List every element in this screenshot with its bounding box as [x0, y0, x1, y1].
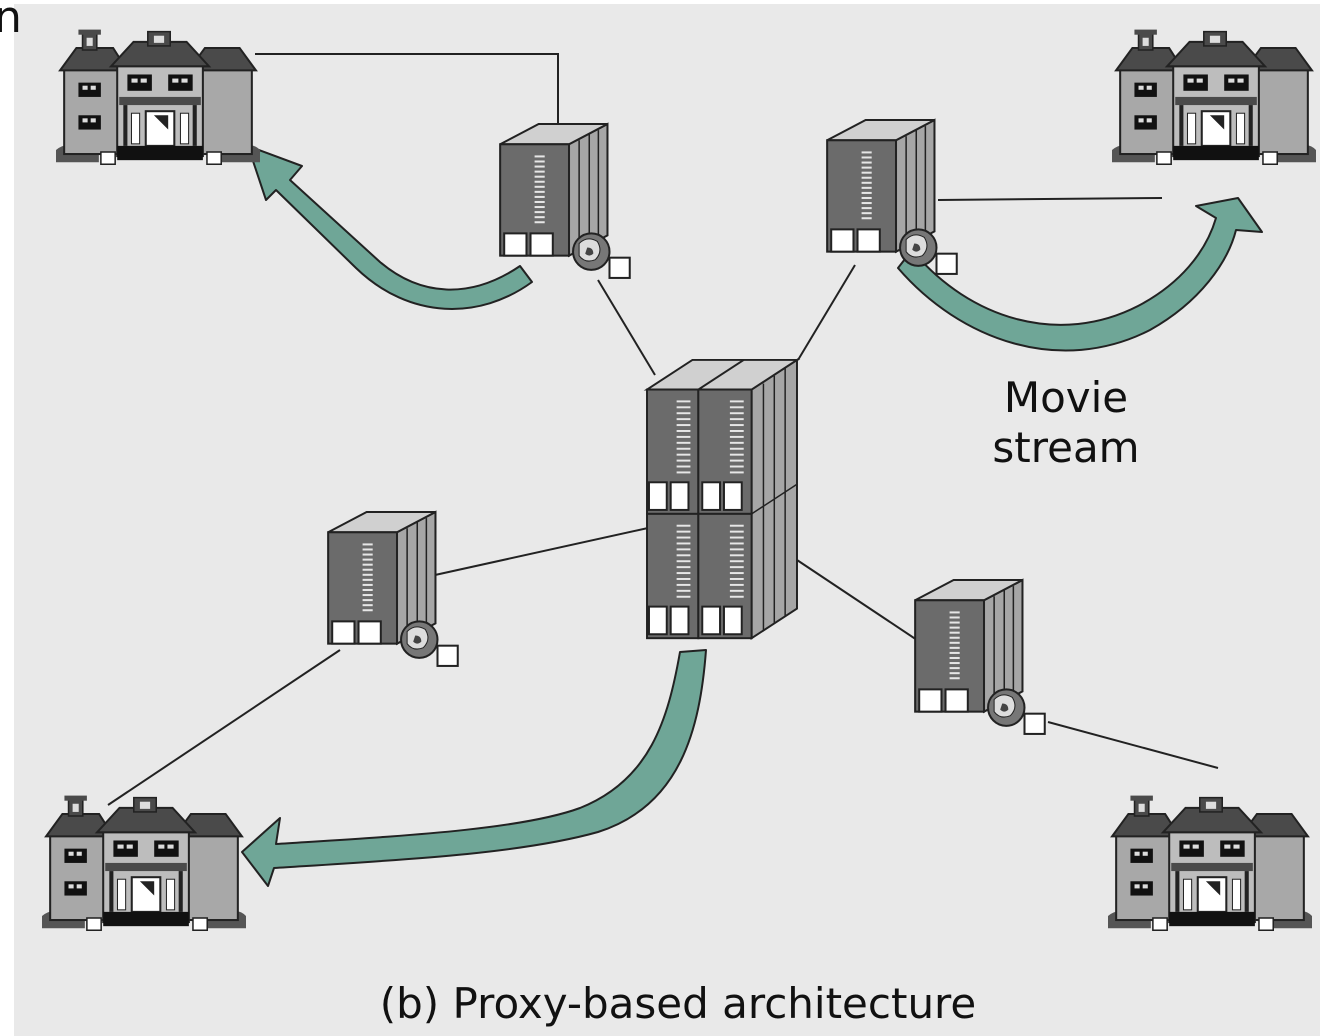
link-proxy-topright-central [797, 264, 856, 361]
diagram-caption: (b) Proxy-based architecture [380, 979, 977, 1028]
stream-arrow-to-house-topright [897, 197, 1263, 352]
house-icon-topleft [56, 28, 260, 166]
link-central-proxy-right [796, 559, 918, 641]
link-proxy-topright-house [937, 197, 1163, 201]
connection-lines [107, 53, 1219, 806]
house-icon-bottomleft [42, 794, 246, 932]
link-house-topleft-proxy [255, 53, 559, 128]
corner-text-fragment: n [0, 0, 22, 43]
house-icon-topright [1112, 28, 1316, 166]
stream-arrow-to-house-topleft [247, 145, 533, 310]
house-icon-bottomright [1108, 794, 1312, 932]
stream-arrow-to-house-bottomleft [241, 649, 707, 887]
link-proxy-topleft-central [597, 279, 656, 376]
link-proxy-left-central [434, 527, 649, 576]
stream-label-line1: Movie [1004, 373, 1128, 422]
link-proxy-left-house [107, 649, 341, 806]
central-server-icon [646, 358, 798, 640]
stream-label-line2: stream [992, 423, 1139, 472]
stream-arrows [241, 145, 1263, 887]
link-proxy-right-house [1047, 721, 1219, 769]
